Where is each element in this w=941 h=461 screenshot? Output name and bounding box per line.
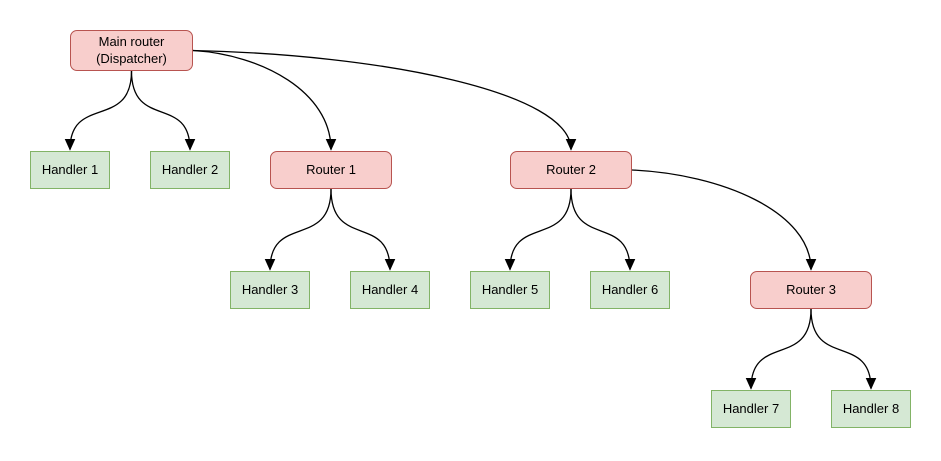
node-label: Handler 3 — [241, 281, 299, 297]
node-router-3: Router 3 — [750, 271, 872, 309]
edge-router-2-to-router-3 — [631, 169, 817, 271]
node-handler-8: Handler 8 — [831, 390, 911, 428]
node-router-2: Router 2 — [510, 151, 632, 189]
edge-main-router-to-handler-2 — [130, 70, 196, 151]
edge-main-router-to-router-2 — [192, 49, 577, 151]
edge-router-2-to-handler-5 — [504, 188, 572, 271]
node-label: Handler 5 — [481, 281, 539, 297]
node-label: Handler 6 — [601, 281, 659, 297]
node-handler-2: Handler 2 — [150, 151, 230, 189]
edge-main-router-to-router-1 — [192, 49, 337, 151]
node-label: Router 2 — [546, 161, 596, 177]
node-handler-6: Handler 6 — [590, 271, 670, 309]
node-router-1: Router 1 — [270, 151, 392, 189]
edge-router-2-to-handler-6 — [570, 188, 636, 271]
node-label: Router 3 — [786, 281, 836, 297]
node-label-line: Main router — [98, 33, 165, 49]
edge-main-router-to-handler-1 — [64, 70, 133, 151]
node-label: Handler 4 — [361, 281, 419, 297]
node-label: Handler 8 — [842, 400, 900, 416]
node-label: Handler 1 — [41, 161, 99, 177]
node-label: Handler 7 — [722, 400, 780, 416]
edge-router-1-to-handler-4 — [330, 188, 396, 271]
node-handler-4: Handler 4 — [350, 271, 430, 309]
node-label-line: (Dispatcher) — [96, 50, 167, 66]
node-handler-5: Handler 5 — [470, 271, 550, 309]
node-handler-7: Handler 7 — [711, 390, 791, 428]
edge-router-3-to-handler-7 — [745, 308, 812, 390]
node-handler-3: Handler 3 — [230, 271, 310, 309]
node-main-router: Main router(Dispatcher) — [70, 30, 193, 71]
edge-router-1-to-handler-3 — [264, 188, 332, 271]
node-label: Handler 2 — [161, 161, 219, 177]
node-handler-1: Handler 1 — [30, 151, 110, 189]
edges-group — [64, 49, 877, 390]
node-label: Router 1 — [306, 161, 356, 177]
edge-router-3-to-handler-8 — [810, 308, 877, 390]
